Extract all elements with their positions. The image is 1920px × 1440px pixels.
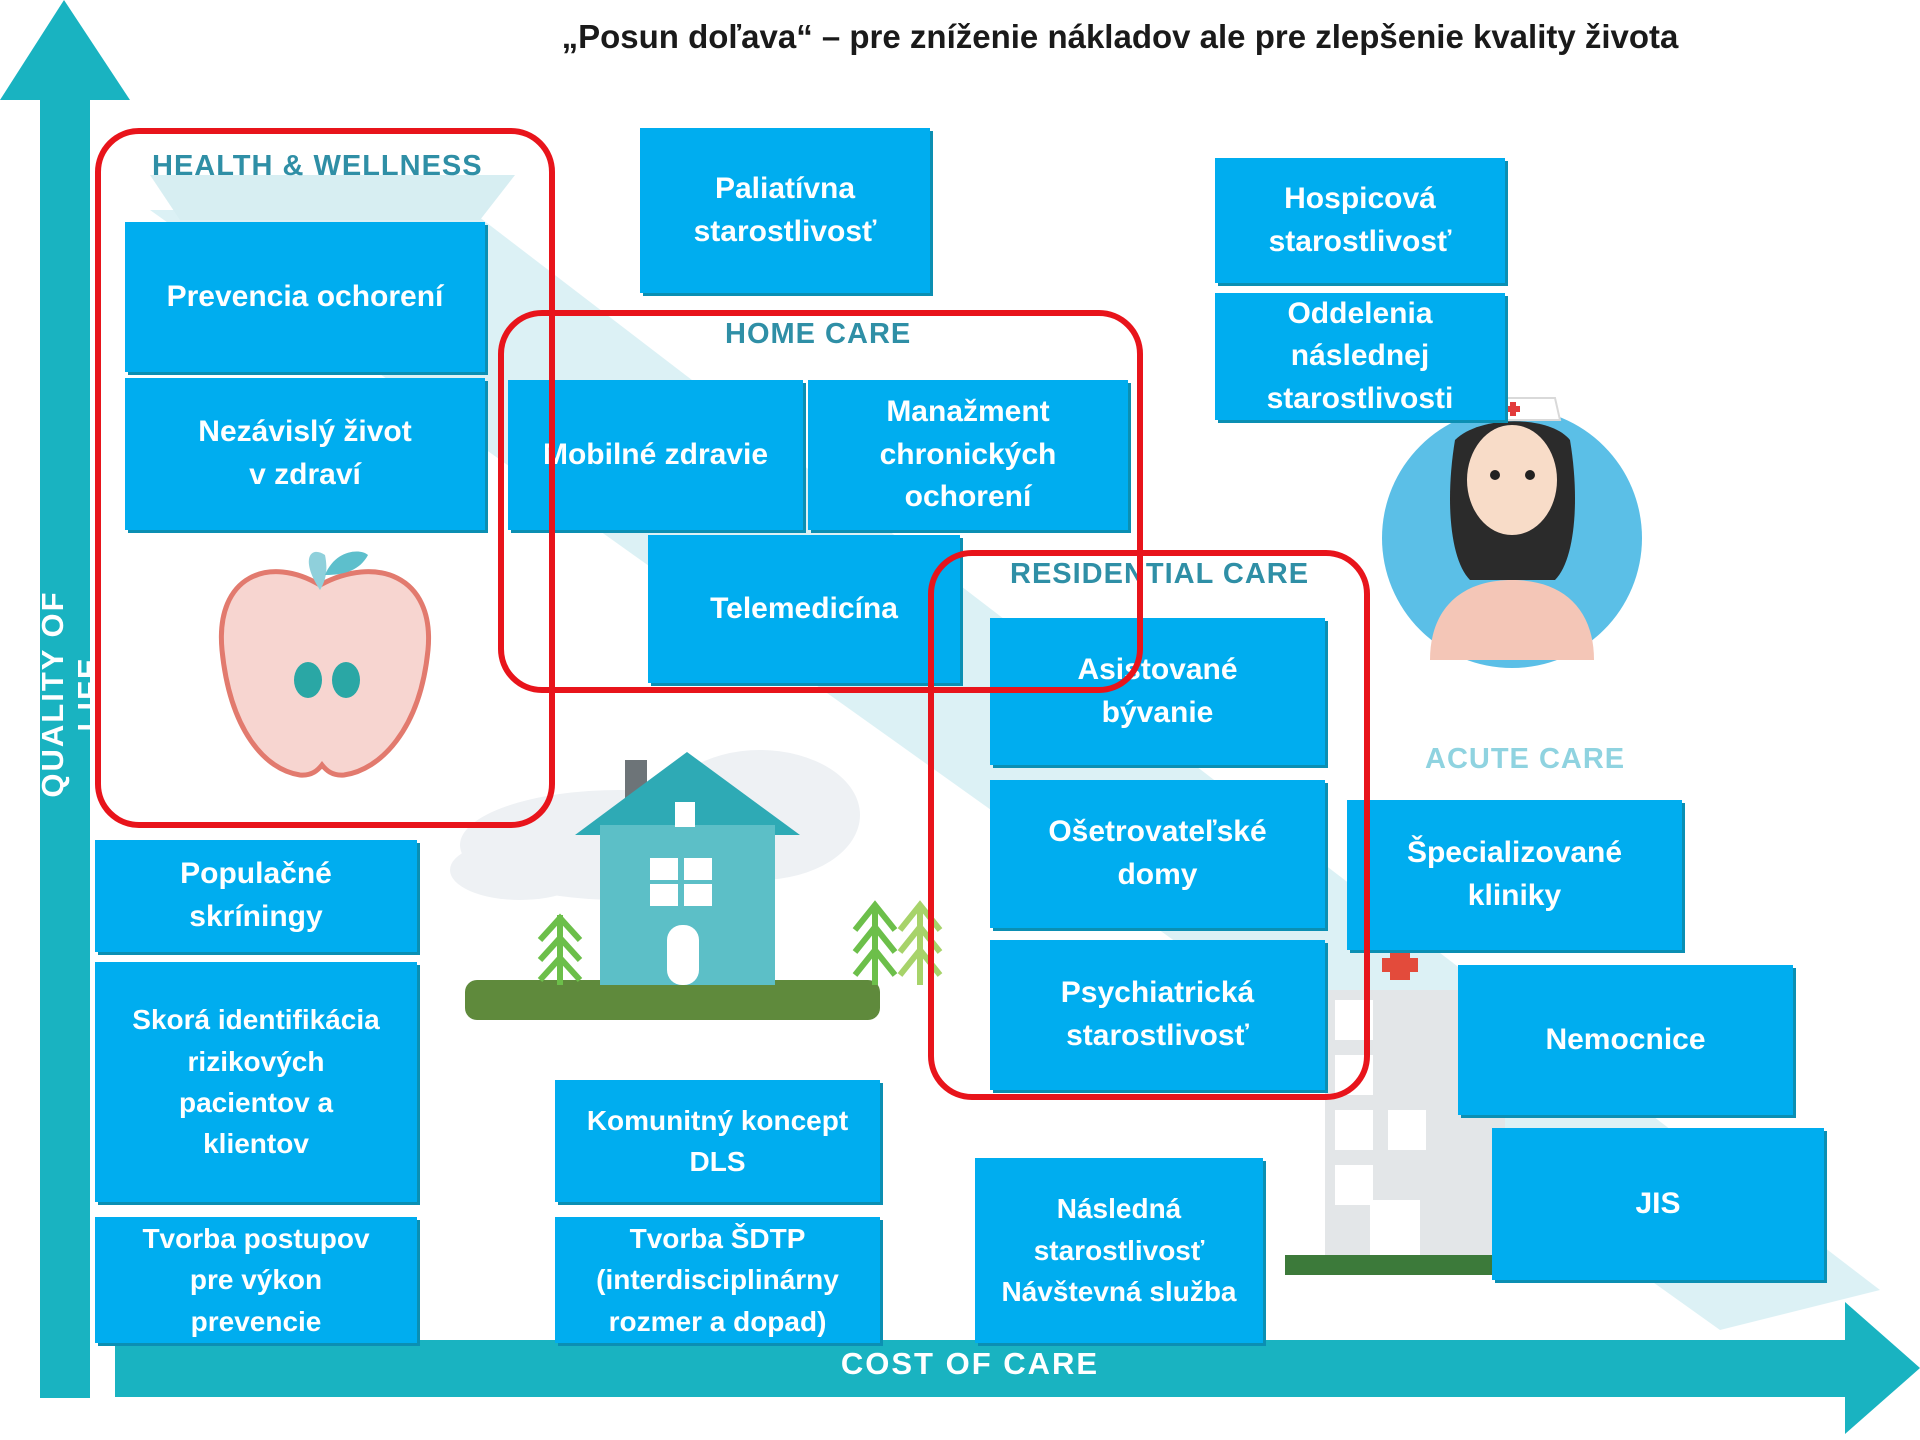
apple-seed [294,662,322,698]
x-axis-arrow [1845,1302,1920,1434]
apple-leaf [308,551,327,590]
nurse-body [1430,580,1594,660]
box-tvorba-sdtp: Tvorba ŠDTP (interdisciplinárny rozmer a… [555,1217,880,1343]
house-window [684,884,712,906]
box-psychiatricka-starostlivost: Psychiatrická starostlivosť [990,940,1325,1090]
nurse-face [1467,425,1557,535]
frame-health-wellness [95,128,555,828]
box-jis: JIS [1492,1128,1824,1280]
section-label-acute-care: ACUTE CARE [1425,743,1626,775]
hospital-window [1388,1110,1426,1150]
box-osetrovatelske-domy: Ošetrovateľské domy [990,780,1325,928]
box-manazment-chronickych: Manažment chronických ochorení [808,380,1128,530]
box-hospicova-starostlivost: Hospicová starostlivosť [1215,158,1505,283]
box-tvorba-postupov: Tvorba postupov pre výkon prevencie [95,1217,417,1343]
box-mobilne-zdravie: Mobilné zdravie [508,380,803,530]
tree [537,913,583,985]
apple-seed [332,662,360,698]
box-skora-identifikacia: Skorá identifikácia rizikových pacientov… [95,962,417,1202]
section-label-residential-care: RESIDENTIAL CARE [1010,558,1310,590]
box-specializovane-kliniky: Špecializované kliniky [1347,800,1682,950]
house-door [667,925,699,985]
section-label-health-wellness: HEALTH & WELLNESS [152,150,483,182]
house-window [650,884,678,906]
hospital-window [1335,1110,1373,1150]
house-window [650,858,678,880]
apple-leaf [325,551,368,575]
box-populacne-skriningy: Populačné skríningy [95,840,417,952]
box-nemocnice: Nemocnice [1458,965,1793,1115]
house-window [684,858,712,880]
y-axis-arrow [0,0,130,100]
nurse-eye [1525,470,1535,480]
box-prevencia-ochoreni: Prevencia ochorení [125,222,485,372]
hospital-cross [1382,958,1418,972]
house-window-top [675,802,695,827]
wellness-funnel [150,175,515,220]
box-paliativna-starostlivost: Paliatívna starostlivosť [640,128,930,293]
y-axis [40,98,90,1398]
tree [852,900,898,985]
apple-icon [218,569,432,778]
hospital-door [1370,1200,1420,1260]
hospital-window [1335,1165,1373,1205]
frame-home-care [498,310,1143,693]
box-nasledna-starostlivost: Následná starostlivosť Návštevná služba [975,1158,1263,1343]
box-nezavisly-zivot: Nezávislý život v zdraví [125,378,485,530]
box-komunitny-koncept: Komunitný koncept DLS [555,1080,880,1202]
frame-residential-care [928,550,1370,1100]
cloud [450,840,590,900]
box-oddelenia-naslednej: Oddelenia následnej starostlivosti [1215,293,1505,420]
page-title: „Posun doľava“ – pre zníženie nákladov a… [561,18,1679,55]
x-axis-label: COST OF CARE [840,1346,1100,1381]
nurse-eye [1490,470,1500,480]
nurse-cap-cross [1506,406,1520,412]
x-axis [115,1340,1860,1397]
section-label-home-care: HOME CARE [725,318,912,350]
house-roof [575,752,800,835]
ground [465,980,880,1020]
box-telemedicina: Telemedicína [648,535,960,683]
